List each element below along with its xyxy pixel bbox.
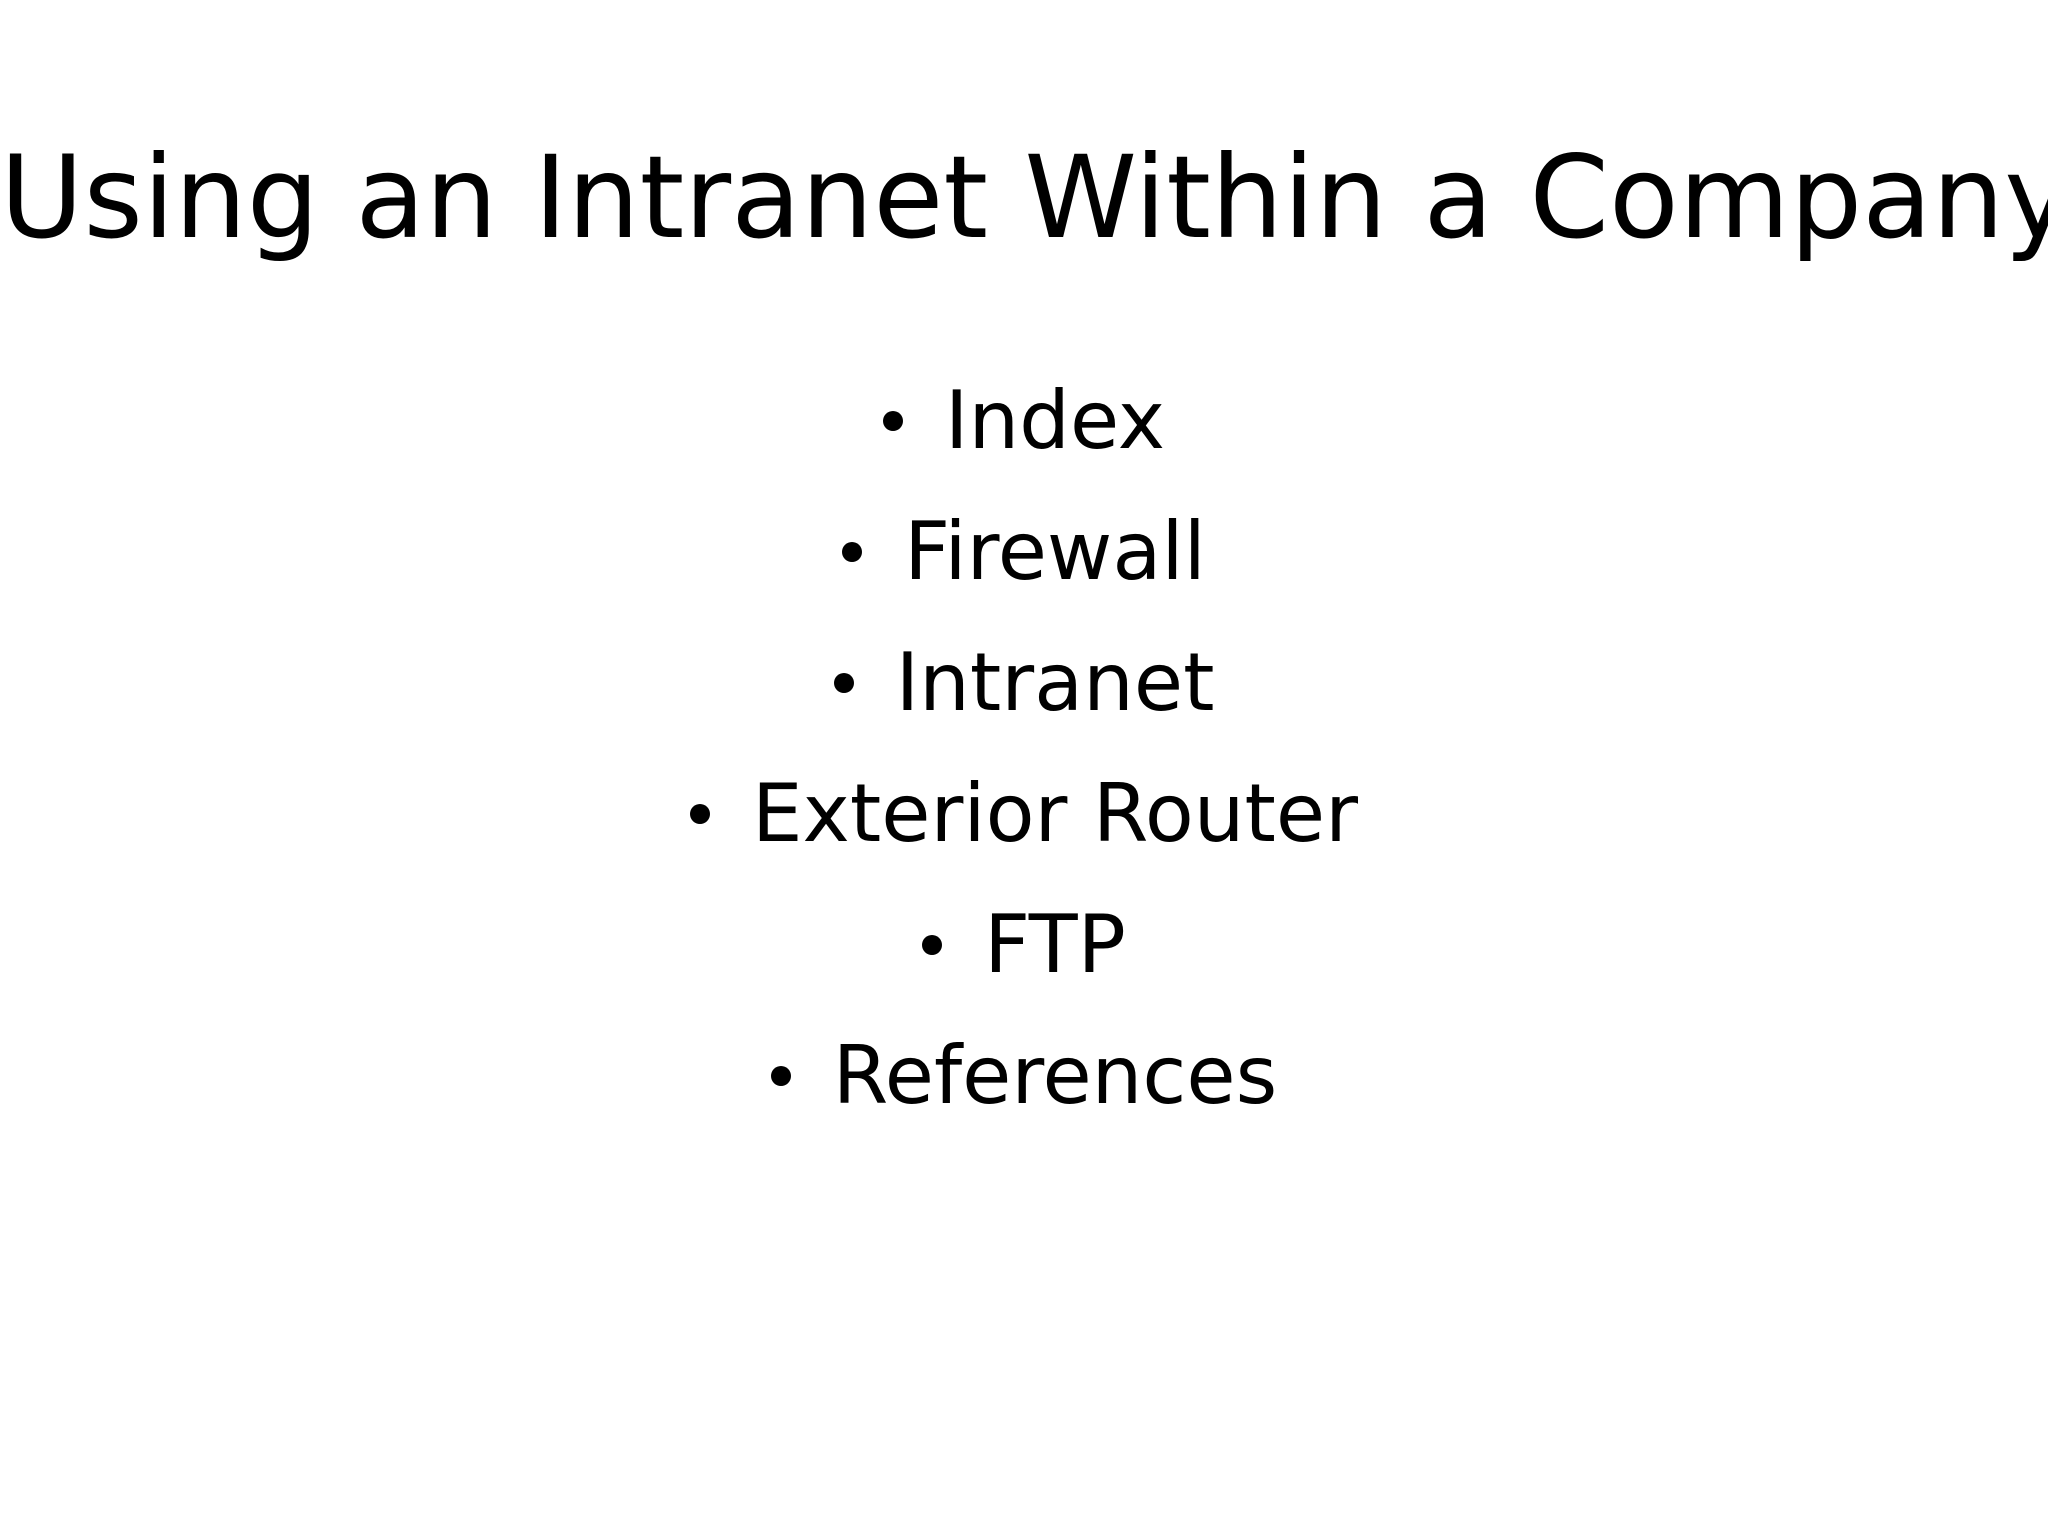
bullet-icon — [770, 1065, 791, 1086]
bullet-text: Firewall — [904, 505, 1206, 598]
bullet-icon — [922, 934, 943, 955]
list-item: Index — [0, 355, 2048, 486]
bullet-icon — [842, 541, 863, 562]
bullet-icon — [690, 803, 710, 824]
list-item: References — [0, 1010, 2048, 1141]
bullet-text: Exterior Router — [752, 767, 1358, 860]
slide-title: Using an Intranet Within a Company — [0, 131, 2048, 264]
list-item: FTP — [0, 879, 2048, 1010]
bullet-text: Intranet — [895, 636, 1215, 729]
bullet-text: FTP — [984, 898, 1126, 991]
bullet-icon — [833, 672, 854, 693]
list-item: Firewall — [0, 486, 2048, 617]
list-item: Exterior Router — [0, 748, 2048, 879]
bullet-text: Index — [944, 374, 1166, 467]
list-item: Intranet — [0, 617, 2048, 748]
bullet-icon — [882, 410, 903, 431]
bullet-text: References — [832, 1029, 1278, 1122]
bullet-list: Index Firewall Intranet Exterior Router … — [0, 355, 2048, 1141]
